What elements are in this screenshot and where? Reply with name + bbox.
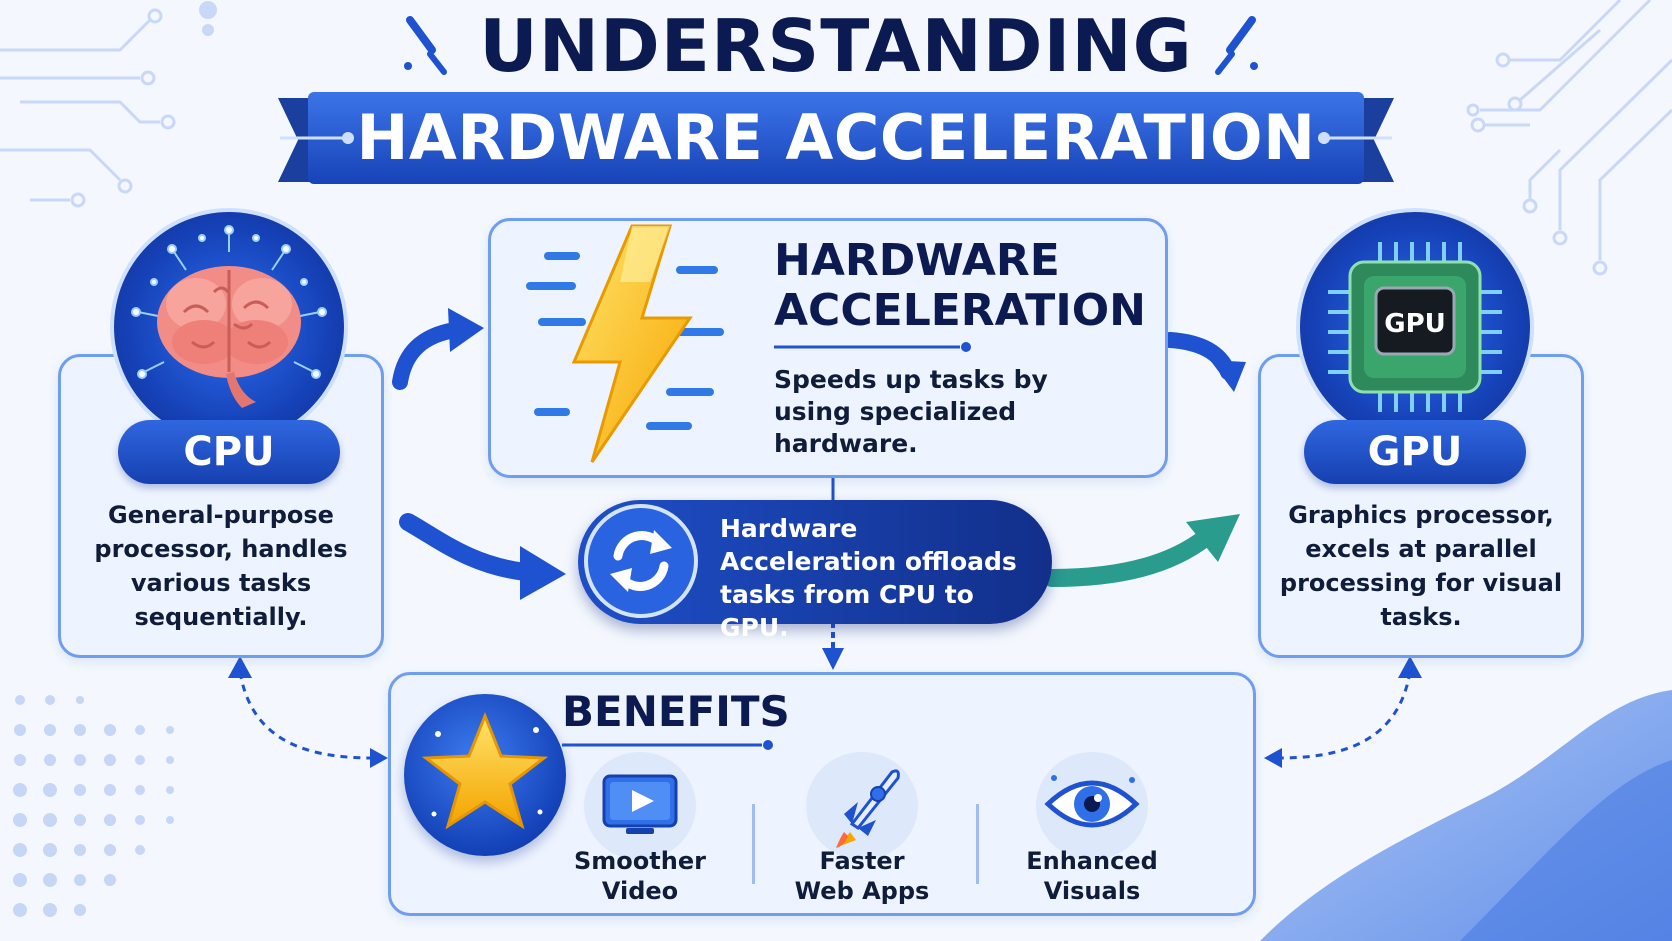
benefit-eye-icon-bg bbox=[1036, 752, 1148, 860]
star-icon bbox=[421, 711, 549, 830]
video-play-icon bbox=[602, 774, 678, 834]
benefit-video-line1: Smoother bbox=[574, 847, 706, 875]
gpu-icon-circle: GPU bbox=[1300, 212, 1530, 442]
acceleration-heading-line2: ACCELERATION bbox=[774, 285, 1146, 336]
benefit-visuals-line2: Visuals bbox=[1043, 877, 1141, 905]
benefit-visuals-line1: Enhanced bbox=[1026, 847, 1158, 875]
benefit-rocket-icon-bg bbox=[806, 752, 918, 860]
offload-icon-circle bbox=[584, 504, 698, 618]
cpu-icon-circle bbox=[114, 212, 344, 442]
gpu-chip-icon: GPU bbox=[1328, 242, 1502, 412]
sparkle-left-icon bbox=[404, 16, 447, 75]
title-line1: UNDERSTANDING bbox=[479, 4, 1193, 88]
benefits-heading: BENEFITS bbox=[562, 687, 790, 736]
gpu-label: GPU bbox=[1304, 420, 1526, 484]
benefit-divider-1 bbox=[752, 804, 755, 884]
acceleration-description: Speeds up tasks by using specialized har… bbox=[774, 365, 1048, 458]
cpu-label: CPU bbox=[118, 420, 340, 484]
offload-text: Hardware Acceleration offloads tasks fro… bbox=[720, 514, 1017, 642]
benefit-webapps-line1: Faster bbox=[819, 847, 905, 875]
heading-underline bbox=[774, 342, 971, 352]
gpu-description: Graphics processor, excels at parallel p… bbox=[1279, 501, 1563, 631]
lightning-bolt-icon bbox=[526, 224, 724, 463]
acceleration-heading-line1: HARDWARE bbox=[774, 235, 1060, 286]
sync-arrows-icon bbox=[610, 530, 672, 592]
benefit-video-line2: Video bbox=[601, 877, 679, 905]
rocket-icon bbox=[836, 769, 900, 848]
gpu-chip-text: GPU bbox=[1384, 309, 1446, 339]
eye-icon bbox=[1044, 775, 1140, 828]
benefits-icon-circle bbox=[404, 694, 566, 856]
brain-icon bbox=[131, 225, 327, 408]
benefit-divider-2 bbox=[976, 804, 979, 884]
benefit-webapps-line2: Web Apps bbox=[794, 877, 930, 905]
cpu-description: General-purpose processor, handles vario… bbox=[94, 501, 348, 631]
benefit-video-icon-bg bbox=[584, 752, 696, 860]
title-line2: HARDWARE ACCELERATION bbox=[356, 101, 1316, 174]
title-banner bbox=[278, 92, 1394, 184]
sparkle-right-icon bbox=[1215, 16, 1258, 75]
benefits-underline bbox=[562, 740, 773, 750]
